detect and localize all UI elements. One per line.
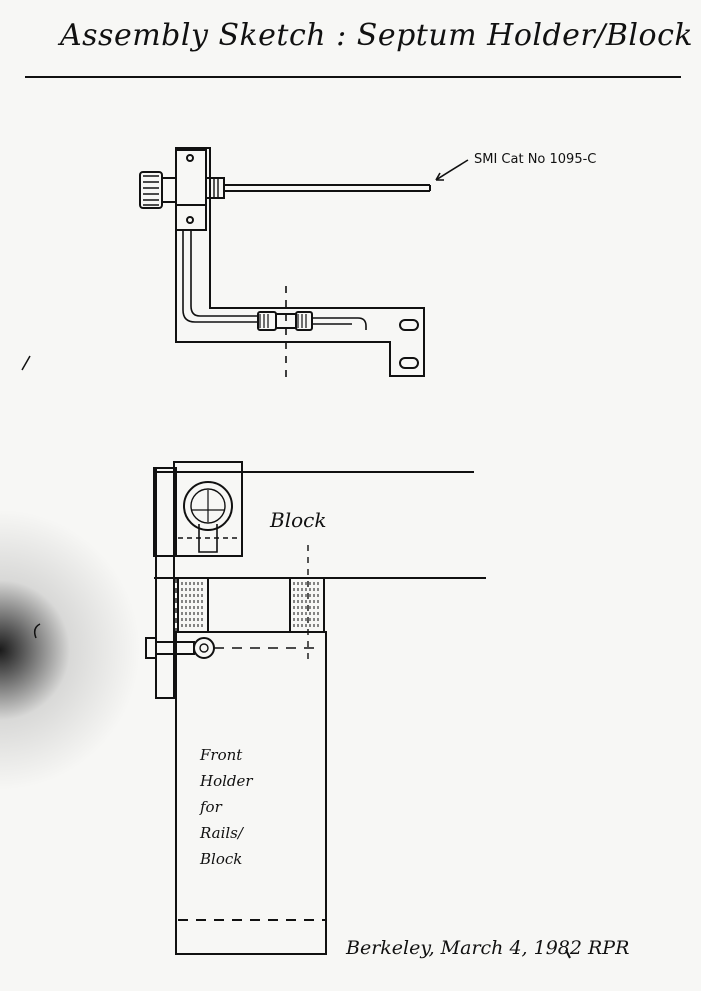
septum-nut bbox=[139, 171, 163, 209]
threaded-post-right bbox=[289, 577, 325, 633]
bracket-slot-upper bbox=[399, 319, 419, 331]
callout-arrow bbox=[435, 159, 469, 181]
l-bracket-outline bbox=[175, 147, 425, 377]
side-bolt bbox=[145, 637, 157, 659]
l-bracket-view bbox=[139, 147, 469, 384]
holder-label: Front Holder for Rails/ Block bbox=[200, 746, 253, 868]
title-underline bbox=[25, 76, 681, 78]
inline-fitting bbox=[257, 311, 277, 331]
threaded-post-left bbox=[177, 577, 209, 633]
bracket-tube bbox=[182, 230, 258, 323]
block-holder-view bbox=[145, 461, 486, 955]
margin-tick bbox=[21, 355, 31, 371]
signature: Berkeley, March 4, 1982 RPR bbox=[346, 937, 630, 959]
septum-bore bbox=[183, 481, 233, 531]
side-plate bbox=[155, 467, 175, 699]
front-holder-body bbox=[175, 631, 327, 955]
block-label: Block bbox=[270, 508, 327, 532]
page-title: Assembly Sketch : Septum Holder/Block bbox=[60, 18, 694, 53]
margin-mark bbox=[33, 623, 41, 639]
callout-label: SMI Cat No 1095-C bbox=[474, 152, 597, 167]
bracket-slot-lower bbox=[399, 357, 419, 369]
bolt-nut bbox=[193, 637, 215, 659]
